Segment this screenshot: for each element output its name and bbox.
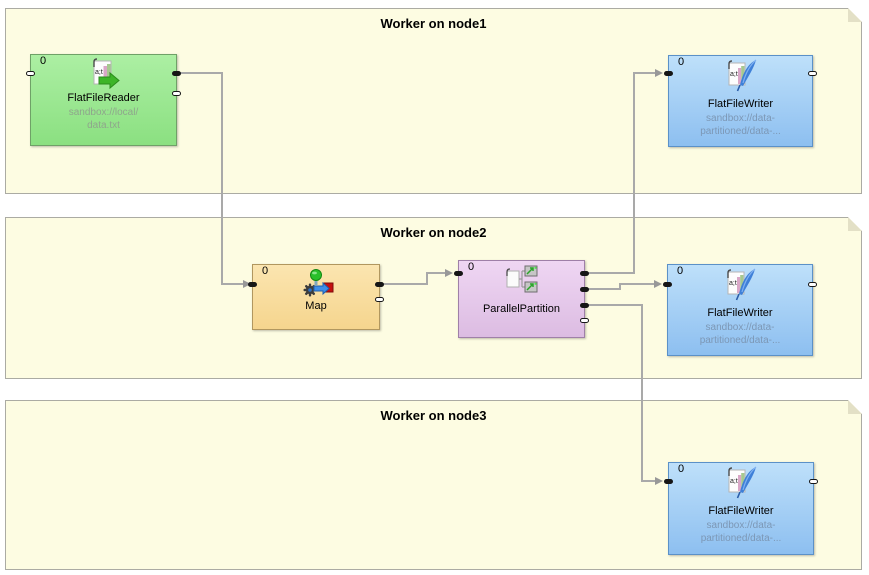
output-port-1[interactable] [172, 91, 181, 96]
component-file-path: sandbox://data- partitioned/data-... [700, 113, 781, 137]
input-port-0[interactable] [248, 282, 257, 287]
edge-reader-map[interactable] [221, 283, 243, 285]
output-port-0[interactable] [808, 71, 817, 76]
svg-text:a;t: a;t [730, 71, 738, 78]
input-port-0[interactable] [664, 479, 673, 484]
component-label: FlatFileWriter [708, 505, 774, 517]
component-label: FlatFileReader [67, 92, 140, 104]
output-port-3[interactable] [580, 318, 589, 323]
edge-partition-writer2[interactable] [585, 288, 620, 290]
component-flatfilewriter-node3[interactable]: 0 a;t FlatFileWriter sandbox://data- par… [664, 462, 818, 555]
phase-indicator: 0 [468, 261, 475, 273]
edge-partition-writer3[interactable] [585, 304, 642, 306]
input-port-0[interactable] [664, 71, 673, 76]
output-port-0[interactable] [375, 282, 384, 287]
flat-file-writer-icon: a;t [727, 59, 756, 92]
output-port-0[interactable] [580, 271, 589, 276]
phase-indicator: 0 [678, 56, 685, 68]
edge-map-partition[interactable] [426, 272, 445, 274]
edge-partition-writer1[interactable] [633, 72, 635, 274]
input-port-0[interactable] [26, 71, 35, 76]
edge-partition-writer2[interactable] [619, 283, 654, 285]
edge-partition-writer1[interactable] [633, 72, 655, 74]
edge-partition-writer3[interactable] [641, 304, 643, 481]
parallel-partition-icon [505, 265, 537, 293]
input-port-0[interactable] [663, 282, 672, 287]
edge-partition-writer2[interactable] [619, 283, 621, 290]
component-label: ParallelPartition [482, 303, 561, 315]
component-file-path: sandbox://data- partitioned/data-... [700, 520, 782, 544]
map-icon [303, 269, 334, 297]
flat-file-reader-icon: a;t [92, 58, 120, 90]
note-title: Worker on node1 [380, 16, 487, 31]
edge-reader-map[interactable] [221, 72, 223, 285]
phase-indicator: 0 [40, 55, 47, 67]
svg-text:a;t: a;t [95, 69, 103, 76]
svg-text:a;t: a;t [730, 478, 738, 485]
component-label: FlatFileWriter [707, 307, 773, 319]
output-port-2[interactable] [580, 303, 589, 308]
phase-indicator: 0 [262, 265, 269, 277]
input-port-0[interactable] [454, 271, 463, 276]
output-port-0[interactable] [808, 282, 817, 287]
component-map[interactable]: 0 Map [248, 264, 384, 330]
edge-arrowhead[interactable] [445, 269, 453, 277]
edge-map-partition[interactable] [426, 272, 428, 285]
component-flatfilewriter-node2[interactable]: 0 a;t FlatFileWriter sandbox://data- par… [663, 264, 817, 356]
output-port-1[interactable] [580, 287, 589, 292]
edge-arrowhead[interactable] [655, 69, 663, 77]
edge-partition-writer1[interactable] [585, 272, 634, 274]
flat-file-writer-icon: a;t [728, 466, 757, 499]
note-title: Worker on node3 [380, 408, 487, 423]
edge-arrowhead[interactable] [654, 280, 662, 288]
edge-map-partition[interactable] [380, 283, 427, 285]
flat-file-writer-icon: a;t [727, 268, 756, 301]
component-parallelpartition[interactable]: 0 ParallelPartition [454, 260, 589, 338]
component-file-path: sandbox://local/ data.txt [68, 107, 139, 131]
component-file-path: sandbox://data- partitioned/data-... [699, 322, 781, 346]
output-port-0[interactable] [172, 71, 181, 76]
svg-text:a;t: a;t [729, 280, 737, 287]
output-port-0[interactable] [809, 479, 818, 484]
note-title: Worker on node2 [380, 225, 487, 240]
component-flatfilewriter-node1[interactable]: 0 a;t FlatFileWriter sandbox://data- par… [664, 55, 817, 147]
edge-arrowhead[interactable] [243, 280, 251, 288]
component-label: Map [305, 300, 327, 312]
edge-arrowhead[interactable] [655, 477, 663, 485]
edge-partition-writer3[interactable] [641, 480, 655, 482]
edge-reader-map[interactable] [177, 72, 222, 74]
component-flatfilereader[interactable]: 0 a;t FlatFileReader sandbox://local/ da… [26, 54, 181, 146]
component-label: FlatFileWriter [707, 98, 774, 110]
output-port-1[interactable] [375, 297, 384, 302]
phase-indicator: 0 [678, 463, 685, 475]
phase-indicator: 0 [677, 265, 684, 277]
